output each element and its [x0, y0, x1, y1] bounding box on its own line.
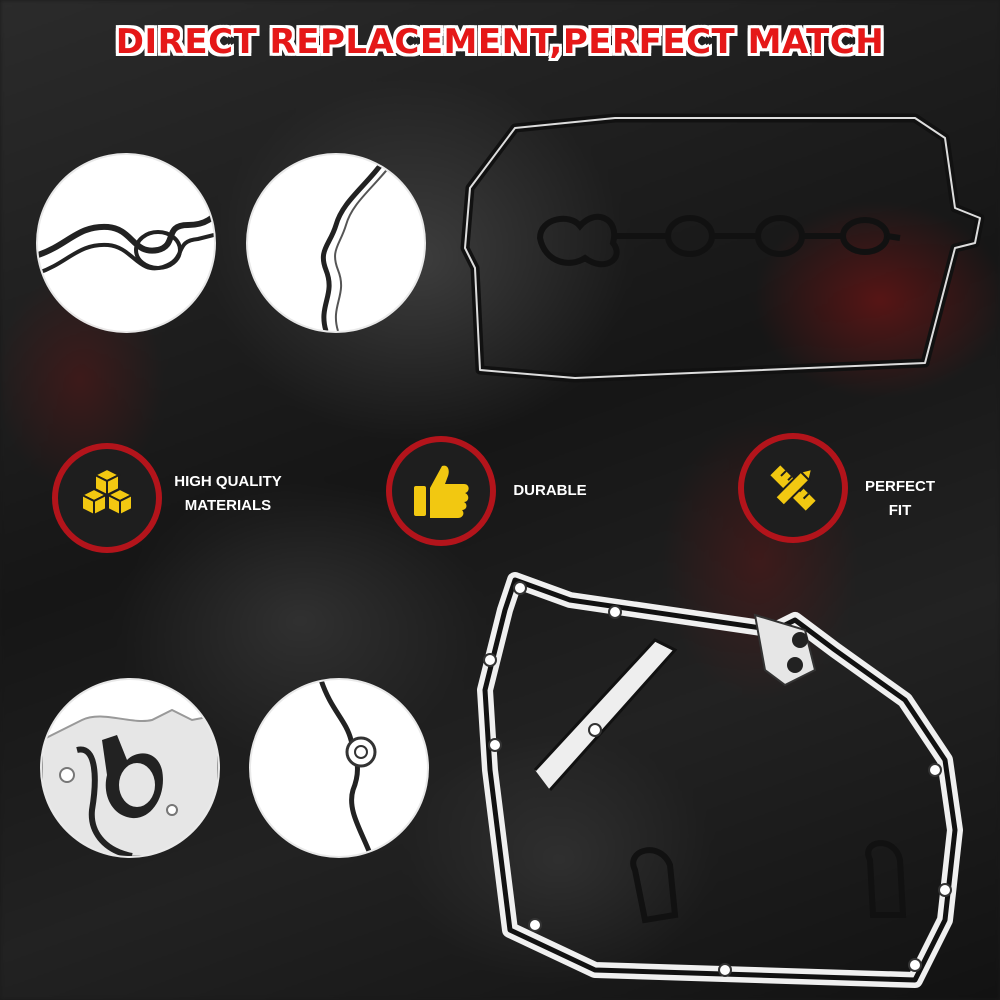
feature-badge-fit	[738, 433, 848, 543]
detail-circle-2	[248, 155, 424, 331]
thumbs-up-icon	[414, 465, 469, 518]
feature-label-quality-line2: MATERIALS	[184, 497, 272, 514]
detail-circle-3	[42, 680, 218, 856]
cubes-icon	[79, 467, 135, 517]
ruler-pencil-icon	[770, 465, 816, 511]
detail-circle-1	[38, 155, 214, 331]
feature-label-quality: HIGH QUALITY MATERIALS	[168, 470, 288, 518]
feature-label-fit: PERFECT FIT	[850, 475, 950, 523]
feature-label-fit-line2: FIT	[888, 502, 912, 519]
feature-label-fit-line1: PERFECT	[864, 478, 935, 495]
valve-cover-gasket	[460, 113, 985, 383]
headline: DIRECT REPLACEMENT,PERFECT MATCH	[115, 22, 885, 62]
feature-badge-quality	[52, 443, 162, 553]
timing-cover-gasket	[477, 572, 963, 988]
feature-label-durable-line1: DURABLE	[513, 482, 587, 499]
detail-circle-4	[251, 680, 427, 856]
feature-badge-durable	[386, 436, 496, 546]
feature-label-quality-line1: HIGH QUALITY	[174, 473, 282, 490]
feature-label-durable: DURABLE	[500, 479, 600, 503]
